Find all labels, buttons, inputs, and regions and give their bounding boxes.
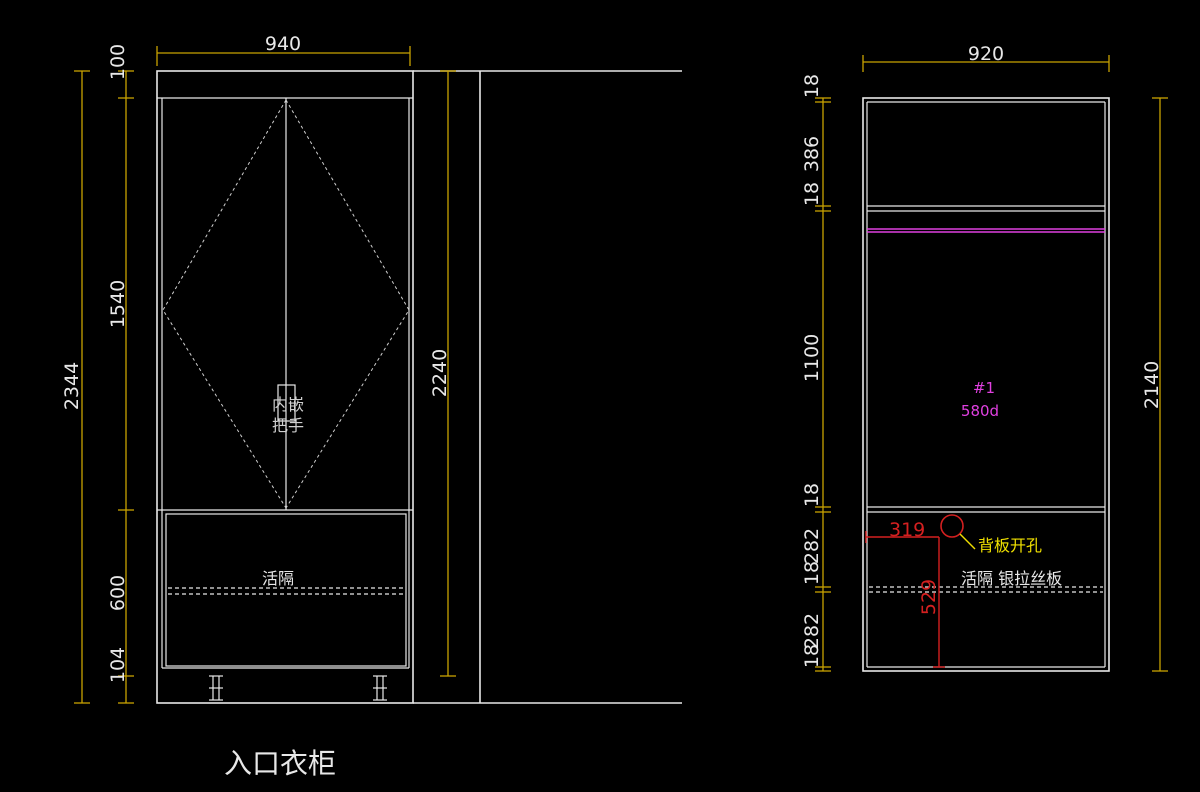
- right-leg: [373, 675, 387, 701]
- front-inner-height-dimension: 2240: [429, 70, 456, 677]
- side-seg-6-label: 282: [801, 528, 823, 564]
- front-view: 内嵌 把手 活隔 940 2344 100: [61, 33, 682, 704]
- front-shelf-label: 活隔: [262, 569, 294, 588]
- hole-circle: [940, 514, 964, 538]
- side-seg-9-label: 18: [801, 644, 823, 668]
- side-seg-7-label: 18: [801, 561, 823, 585]
- side-width-label: 920: [968, 43, 1004, 65]
- hole-offset-label: 319: [889, 519, 925, 541]
- handle-label-2: 把手: [272, 416, 304, 435]
- right-door-swing: [285, 99, 410, 509]
- side-seg-5-label: 18: [801, 483, 823, 507]
- side-seg-4-label: 1100: [801, 334, 823, 382]
- side-segment-dimensions: 18 386 18 1100 18 282 18 282 18: [801, 74, 831, 672]
- side-right-height-label: 2140: [1141, 361, 1163, 409]
- hanging-tag-value: 580d: [961, 402, 999, 420]
- hanging-tag-number: #1: [973, 379, 995, 397]
- side-outer-frame: [862, 97, 1110, 672]
- side-right-height-dimension: 2140: [1141, 97, 1168, 672]
- left-leg: [209, 675, 223, 701]
- side-seg-2-label: 386: [801, 136, 823, 172]
- front-door-height-label: 1540: [107, 280, 129, 328]
- hole-height-label: 529: [918, 579, 940, 615]
- drawing-caption: 入口衣柜: [224, 747, 336, 780]
- front-outer-frame: [156, 70, 414, 704]
- front-inner-height-label: 2240: [429, 349, 451, 397]
- hole-leader-line: [959, 533, 976, 550]
- lower-compartment: [165, 513, 407, 667]
- front-top-height-label: 100: [107, 44, 129, 80]
- hole-label: 背板开孔: [978, 536, 1042, 555]
- front-total-height-label: 2344: [61, 362, 83, 410]
- handle-box: [277, 384, 296, 422]
- front-total-height-dimension: 2344: [61, 70, 90, 704]
- side-seg-3-label: 18: [801, 182, 823, 206]
- side-seg-8-label: 282: [801, 613, 823, 649]
- handle-label-1: 内嵌: [272, 395, 304, 414]
- side-view: #1 580d 319 529 背板开孔 活隔 银拉丝板 920 2: [801, 43, 1168, 672]
- side-seg-1-label: 18: [801, 74, 823, 98]
- side-shelf-label: 活隔 银拉丝板: [961, 569, 1062, 588]
- front-base-height-label: 104: [107, 647, 129, 683]
- back-panel-hole: 319 529 背板开孔: [865, 514, 1042, 668]
- left-door-swing: [162, 99, 287, 509]
- front-segment-dimensions: 100 1540 600 104: [107, 44, 134, 704]
- front-lower-height-label: 600: [107, 575, 129, 611]
- side-width-dimension: 920: [862, 43, 1110, 72]
- front-width-label: 940: [265, 33, 301, 55]
- front-width-dimension: 940: [156, 33, 411, 66]
